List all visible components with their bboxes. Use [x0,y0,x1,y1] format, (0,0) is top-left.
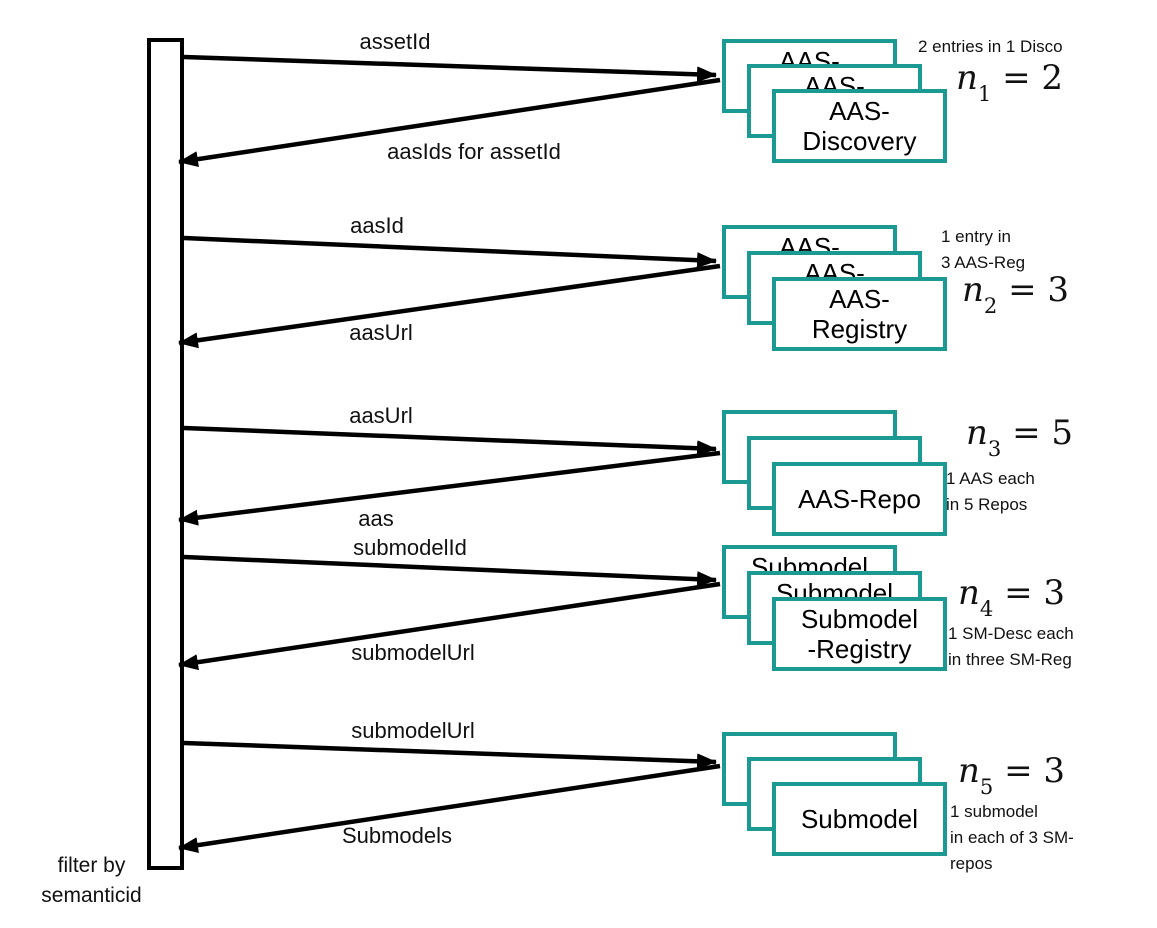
submodel-box-front: Submodel [772,782,947,856]
math-rhs: = 2 [991,58,1064,98]
math-n4: n4 = 3 [958,573,1066,621]
math-sub: 4 [979,595,994,621]
message-label-aasurl-response: aasUrl [349,320,413,345]
submodel-registry-box-front: Submodel -Registry [772,597,947,671]
arrow-request-assetid [183,54,717,83]
math-var: n [956,58,978,98]
arrow-response-aasurl [178,263,721,349]
math-sub: 1 [977,80,992,106]
note-submodel: 1 submodel in each of 3 SM- repos [950,802,1074,873]
box-label: Submodel -Registry [800,604,919,664]
arrow-request-aasurl [183,425,717,457]
arrow-request-aasid [183,235,717,269]
message-label-aasurl-request: aasUrl [349,403,413,428]
client-activation-bar [147,38,184,870]
message-label-submodels: Submodels [341,823,453,848]
note-aas-repo: 1 AAS each in 5 Repos [946,469,1035,514]
arrow-request-submodelid [183,554,717,588]
message-label-submodelurl-response: submodelUrl [351,640,475,665]
math-var: n [958,751,980,791]
message-label-aas: aas [358,506,394,531]
math-sub: 2 [983,292,998,318]
arrow-response-submodels [178,763,721,854]
arrow-response-aas [178,450,721,526]
math-n1: n1 = 2 [956,58,1064,106]
client-caption: filter by semanticid [41,854,142,907]
aas-registry-box-front: AAS- Registry [772,277,947,351]
math-rhs: = 5 [1001,413,1074,453]
arrow-request-submodelurl [183,740,717,770]
box-label: AAS- Discovery [802,96,917,156]
math-var: n [962,270,984,310]
arrow-response-aasids-for-assetid [178,77,721,168]
aas-repo-box-front: AAS-Repo [772,462,947,536]
message-label-submodelurl-request: submodelUrl [351,718,475,743]
math-sub: 3 [987,435,1002,461]
arrow-response-submodelurl [178,581,721,671]
math-sub: 5 [979,773,994,799]
message-label-submodelid: submodelId [353,535,467,560]
math-var: n [958,573,980,613]
message-label-assetid: assetId [359,29,431,54]
note-aas-registry: 1 entry in 3 AAS-Reg [941,227,1026,272]
aas-discovery-box-front: AAS- Discovery [772,89,947,163]
math-n5: n5 = 3 [958,751,1066,799]
box-label: AAS- Registry [811,284,908,344]
message-label-aasid: aasId [350,213,404,238]
message-label-aasids-for-assetid: aasIds for assetId [387,139,561,164]
box-label: AAS-Repo [798,484,921,514]
math-rhs: = 3 [993,751,1066,791]
math-rhs: = 3 [997,270,1070,310]
math-n3: n3 = 5 [966,413,1074,461]
box-label: Submodel [800,804,919,834]
note-submodel-registry: 1 SM-Desc each in three SM-Reg [948,624,1074,669]
note-discovery: 2 entries in 1 Disco [918,37,1063,56]
math-rhs: = 3 [993,573,1066,613]
math-var: n [966,413,988,453]
math-n2: n2 = 3 [962,270,1070,318]
